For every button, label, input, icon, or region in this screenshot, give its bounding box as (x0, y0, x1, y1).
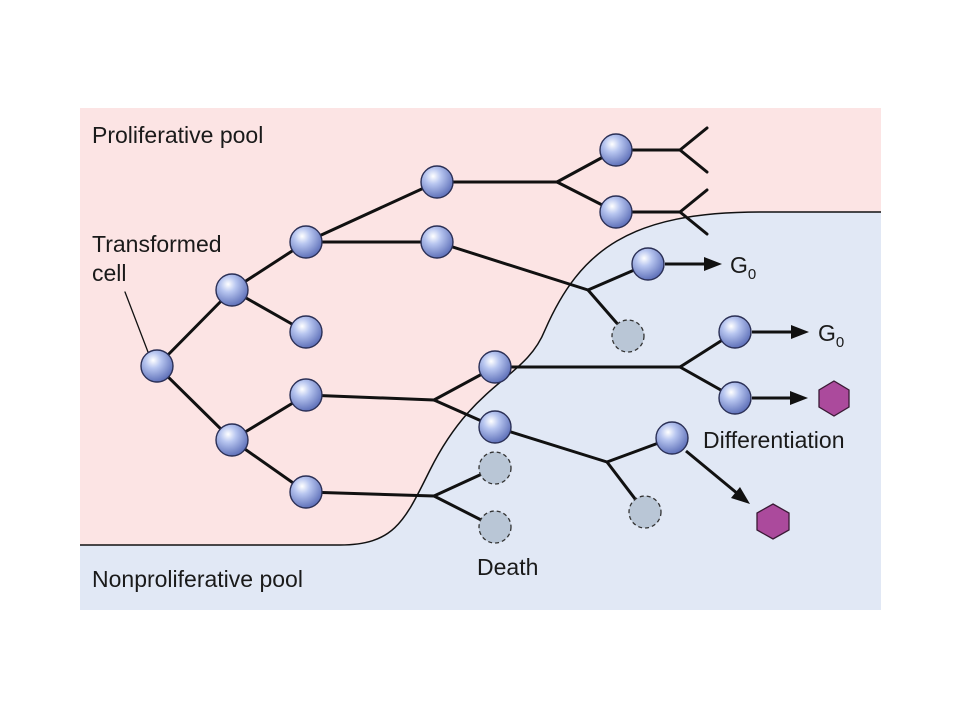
cell-icon (215, 273, 249, 307)
arrow-icon (752, 325, 809, 339)
nonproliferative-region (80, 212, 881, 610)
g0-label: G0 (818, 320, 844, 351)
cell-icon (420, 165, 454, 199)
g0-subscript: 0 (748, 266, 756, 283)
transformed-cell-icon (140, 349, 174, 383)
cell-icon (478, 350, 512, 384)
cell-icon (289, 475, 323, 509)
proliferative-pool-label: Proliferative pool (92, 122, 263, 148)
dead-cell-icon (478, 510, 512, 544)
cell-icon (631, 247, 665, 281)
transformed-cell-label-line1: Transformed (92, 231, 222, 257)
dead-cell-icon (628, 495, 662, 529)
dead-cell-icon (611, 319, 645, 353)
death-label: Death (477, 554, 538, 580)
arrow-icon (752, 391, 808, 405)
g0-main: G (730, 252, 748, 278)
arrows (665, 257, 809, 504)
cell-icon (289, 378, 323, 412)
cell-icon (478, 410, 512, 444)
living-cells (140, 133, 752, 509)
cell-icon (289, 225, 323, 259)
transformed-cell-label-line2: cell (92, 260, 127, 286)
arrow-icon (665, 257, 722, 271)
differentiated-cells (756, 380, 850, 540)
cell-icon (420, 225, 454, 259)
cell-icon (599, 133, 633, 167)
differentiation-label: Differentiation (703, 427, 845, 453)
g0-label: G0 (730, 252, 756, 283)
cell-icon (289, 315, 323, 349)
cell-icon (718, 381, 752, 415)
hexagon-icon (756, 503, 790, 540)
cell-icon (718, 315, 752, 349)
cell-icon (599, 195, 633, 229)
dead-cells (478, 319, 662, 544)
nonproliferative-pool-label: Nonproliferative pool (92, 566, 303, 592)
g0-main: G (818, 320, 836, 346)
dead-cell-icon (478, 451, 512, 485)
arrow-icon (685, 449, 750, 504)
pool-boundary (80, 211, 881, 546)
cell-icon (215, 423, 249, 457)
cell-icon (655, 421, 689, 455)
hexagon-icon (818, 380, 850, 417)
g0-subscript: 0 (836, 334, 844, 351)
